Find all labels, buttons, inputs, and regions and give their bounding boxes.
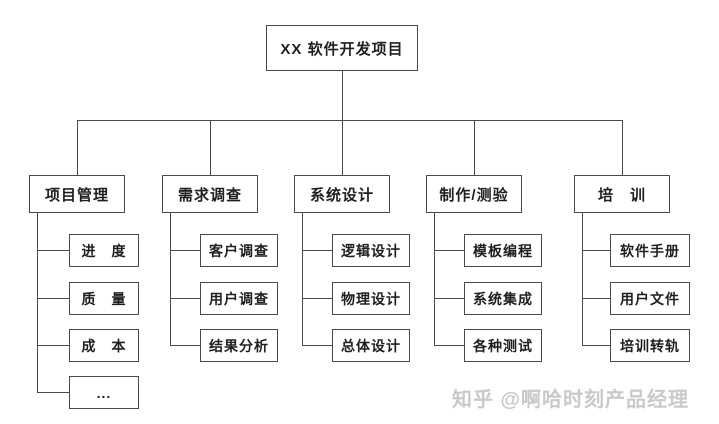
branch-node-build-test: 制作/测验 bbox=[426, 175, 522, 213]
leaf-node-logical-design: 逻辑设计 bbox=[332, 234, 410, 267]
connector-spine-5 bbox=[582, 213, 583, 345]
leaf-node-overall-design: 总体设计 bbox=[332, 329, 410, 362]
leaf-node-various-testing: 各种测试 bbox=[464, 329, 542, 362]
connector-stub bbox=[37, 298, 69, 299]
connector-spine-2 bbox=[170, 213, 171, 345]
connector-drop-1 bbox=[77, 120, 78, 175]
leaf-node-result-analysis: 结果分析 bbox=[200, 329, 278, 362]
root-node: XX 软件开发项目 bbox=[266, 25, 418, 71]
branch-node-requirements-survey: 需求调查 bbox=[162, 175, 258, 213]
connector-spine-4 bbox=[434, 213, 435, 345]
connector-stub bbox=[37, 250, 69, 251]
connector-stub bbox=[582, 298, 610, 299]
leaf-node-template-programming: 模板编程 bbox=[464, 234, 542, 267]
branch-node-project-management: 项目管理 bbox=[29, 175, 125, 213]
leaf-node-physical-design: 物理设计 bbox=[332, 282, 410, 315]
connector-spine-3 bbox=[302, 213, 303, 345]
connector-spine-1 bbox=[37, 213, 38, 392]
leaf-node-quality: 质 量 bbox=[69, 282, 139, 315]
zhihu-watermark: 知乎 @啊哈时刻产品经理 bbox=[452, 389, 690, 411]
connector-stub bbox=[170, 345, 200, 346]
leaf-node-training-transition: 培训转轨 bbox=[610, 329, 690, 362]
connector-root-drop bbox=[342, 71, 343, 120]
connector-drop-5 bbox=[622, 120, 623, 175]
connector-stub bbox=[170, 298, 200, 299]
leaf-node-software-manual: 软件手册 bbox=[610, 234, 690, 267]
connector-stub bbox=[37, 345, 69, 346]
connector-rail bbox=[77, 120, 623, 121]
connector-stub bbox=[582, 250, 610, 251]
connector-drop-2 bbox=[210, 120, 211, 175]
connector-stub bbox=[434, 298, 464, 299]
leaf-node-system-integration: 系统集成 bbox=[464, 282, 542, 315]
connector-stub bbox=[302, 298, 332, 299]
leaf-node-cost: 成 本 bbox=[69, 329, 139, 362]
connector-drop-3 bbox=[342, 120, 343, 175]
branch-node-system-design: 系统设计 bbox=[294, 175, 390, 213]
leaf-node-schedule: 进 度 bbox=[69, 234, 139, 267]
connector-stub bbox=[37, 392, 69, 393]
connector-stub bbox=[170, 250, 200, 251]
leaf-node-user-documents: 用户文件 bbox=[610, 282, 690, 315]
leaf-node-user-survey: 用户调查 bbox=[200, 282, 278, 315]
connector-drop-4 bbox=[474, 120, 475, 175]
leaf-node-ellipsis: ... bbox=[69, 376, 139, 409]
leaf-node-customer-survey: 客户调查 bbox=[200, 234, 278, 267]
connector-stub bbox=[582, 345, 610, 346]
connector-stub bbox=[434, 250, 464, 251]
branch-node-training: 培 训 bbox=[574, 175, 670, 213]
connector-stub bbox=[302, 345, 332, 346]
connector-stub bbox=[302, 250, 332, 251]
connector-stub bbox=[434, 345, 464, 346]
